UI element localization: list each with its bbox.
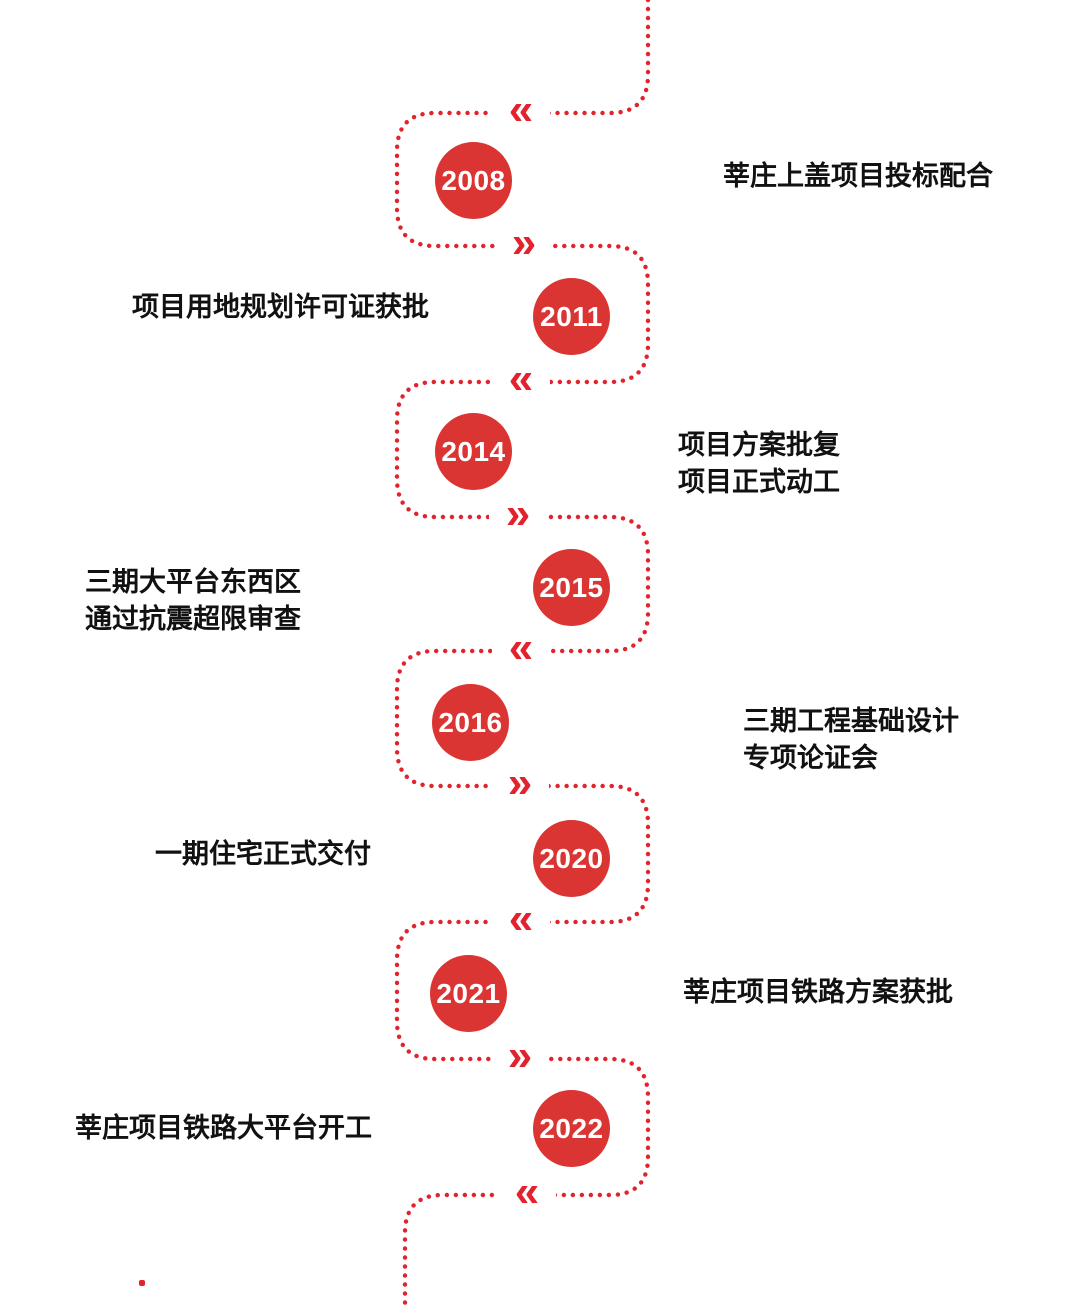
year-circle-2022: 2022: [533, 1090, 610, 1167]
event-label-2021: 莘庄项目铁路方案获批: [683, 974, 953, 1011]
event-label-2016: 三期工程基础设计 专项论证会: [743, 703, 959, 777]
year-label: 2015: [539, 571, 604, 603]
chevron-left-icon: «: [492, 897, 550, 941]
year-circle-2011: 2011: [533, 278, 610, 355]
chevron-right-icon: »: [495, 221, 553, 265]
event-label-2008: 莘庄上盖项目投标配合: [723, 158, 993, 195]
year-circle-2020: 2020: [533, 820, 610, 897]
year-label: 2014: [441, 435, 506, 467]
year-label: 2022: [539, 1112, 604, 1144]
event-label-2014: 项目方案批复 项目正式动工: [678, 427, 840, 501]
event-label-2022: 莘庄项目铁路大平台开工: [75, 1110, 372, 1147]
event-text: 项目方案批复: [678, 430, 840, 460]
year-circle-2008: 2008: [435, 142, 512, 219]
chevron-right-icon: »: [491, 761, 549, 805]
year-circle-2014: 2014: [435, 413, 512, 490]
event-text: 专项论证会: [743, 743, 878, 773]
year-label: 2021: [436, 977, 501, 1009]
event-text: 通过抗震超限审查: [85, 604, 301, 634]
year-circle-2016: 2016: [432, 684, 509, 761]
event-text: 莘庄上盖项目投标配合: [723, 161, 993, 191]
event-label-2015: 三期大平台东西区 通过抗震超限审查: [85, 564, 301, 638]
stray-dot: [139, 1280, 145, 1286]
chevron-right-icon: »: [491, 1034, 549, 1078]
event-label-2011: 项目用地规划许可证获批: [132, 289, 429, 326]
year-circle-2021: 2021: [430, 955, 507, 1032]
chevron-left-icon: «: [498, 1170, 556, 1214]
chevron-left-icon: «: [492, 626, 550, 670]
event-text: 莘庄项目铁路大平台开工: [75, 1113, 372, 1143]
event-text: 项目正式动工: [678, 467, 840, 497]
year-label: 2008: [441, 164, 506, 196]
chevron-left-icon: «: [492, 88, 550, 132]
year-circle-2015: 2015: [533, 549, 610, 626]
event-text: 莘庄项目铁路方案获批: [683, 977, 953, 1007]
event-text: 三期工程基础设计: [743, 706, 959, 736]
year-label: 2020: [539, 842, 604, 874]
chevron-right-icon: »: [489, 492, 547, 536]
event-label-2020: 一期住宅正式交付: [155, 836, 371, 873]
event-text: 项目用地规划许可证获批: [132, 292, 429, 322]
event-text: 一期住宅正式交付: [155, 839, 371, 869]
chevron-left-icon: «: [492, 357, 550, 401]
year-label: 2016: [438, 706, 503, 738]
event-text: 三期大平台东西区: [85, 567, 301, 597]
year-label: 2011: [540, 300, 603, 332]
serpentine-line: [394, 0, 651, 1307]
